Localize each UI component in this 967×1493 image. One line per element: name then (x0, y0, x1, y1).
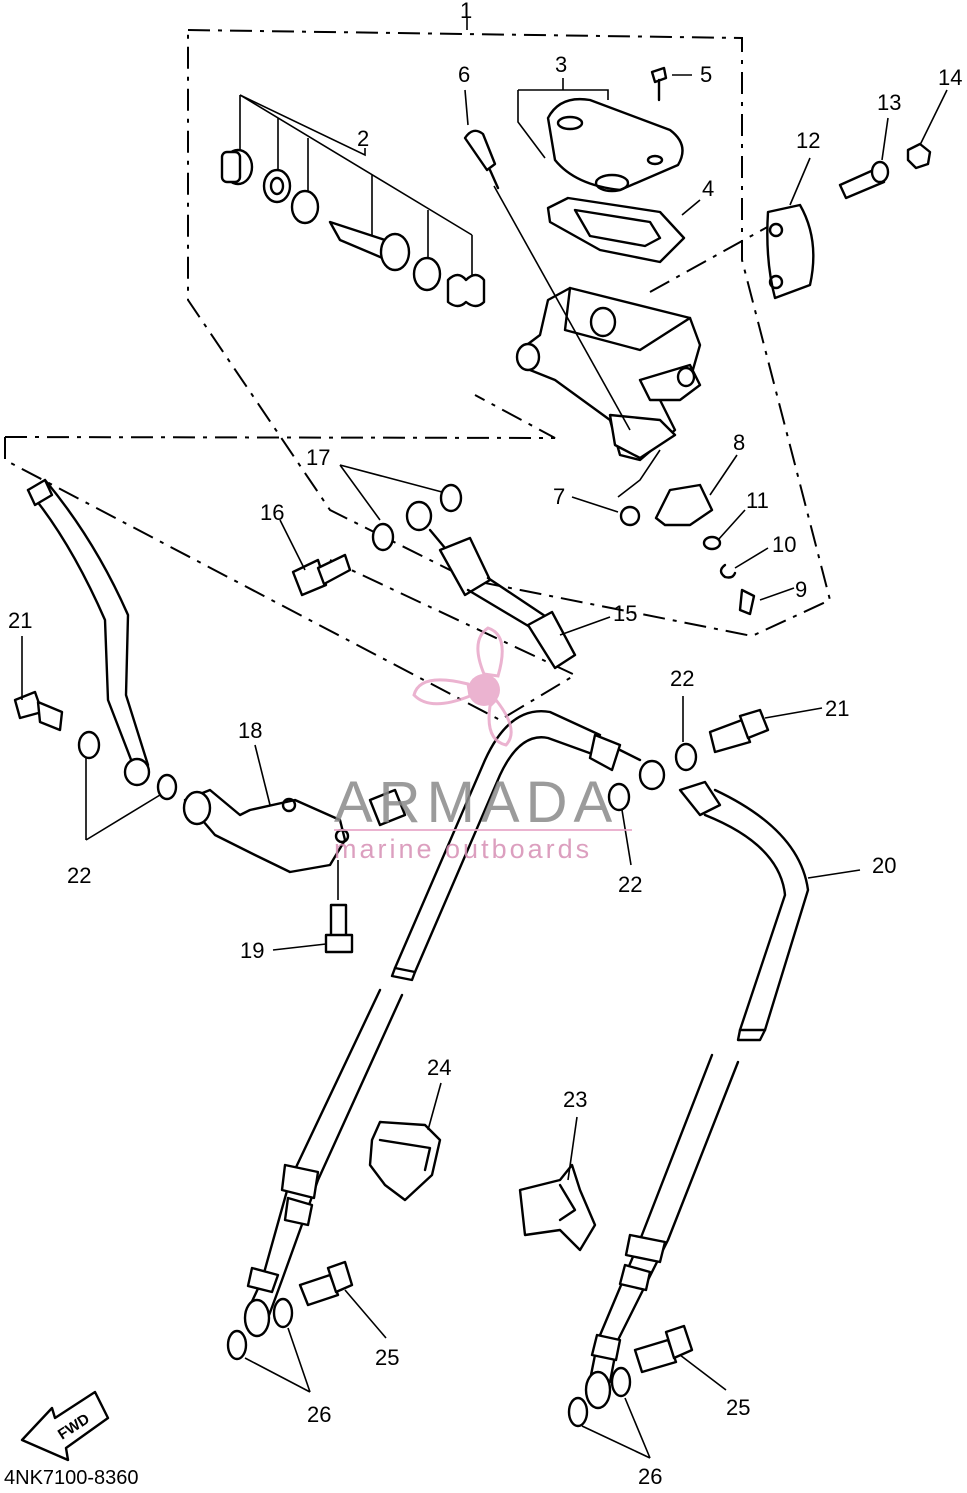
callout-16: 16 (260, 500, 284, 525)
forward-arrow-icon: FWD (20, 1390, 110, 1462)
callout-22-mid: 22 (618, 872, 642, 897)
callout-22-top: 22 (670, 666, 694, 691)
banjo-bolt-16 (291, 483, 463, 597)
callout-9: 9 (795, 577, 807, 602)
callout-19: 19 (240, 938, 264, 963)
callout-13: 13 (877, 90, 901, 115)
callout-8: 8 (733, 430, 745, 455)
callout-3: 3 (555, 52, 567, 77)
bracket-guide-line (649, 219, 781, 293)
hose-routing-boundary (4, 394, 578, 722)
union-bolt-left (13, 690, 178, 801)
callout-5: 5 (700, 62, 712, 87)
callout-4: 4 (702, 176, 714, 201)
diagram-code: 4NK7100-8360 (4, 1467, 139, 1488)
callout-12: 12 (796, 128, 820, 153)
callout-10: 10 (772, 532, 796, 557)
assembly-boundary-1 (187, 28, 832, 638)
reservoir-cap (546, 66, 686, 264)
callout-14: 14 (938, 65, 962, 90)
callout-26-left: 26 (307, 1402, 331, 1427)
brake-joint-18 (182, 788, 407, 954)
caliper-bolt-left (298, 1260, 354, 1307)
callout-1: 1 (460, 0, 472, 23)
bleed-bolt (463, 129, 631, 431)
callout-21-right: 21 (825, 696, 849, 721)
callout-20: 20 (872, 853, 896, 878)
brake-hose-20 (390, 710, 810, 1042)
callout-18: 18 (238, 718, 262, 743)
callout-7: 7 (553, 484, 565, 509)
callout-23: 23 (563, 1087, 587, 1112)
callout-2: 2 (357, 126, 369, 151)
watermark: ARMADA marine outboards (334, 626, 632, 864)
propeller-logo-icon (412, 626, 513, 747)
callout-6: 6 (458, 62, 470, 87)
hose-clamp-23 (518, 1163, 597, 1252)
watermark-brand: ARMADA (334, 770, 618, 835)
callout-25-left: 25 (375, 1345, 399, 1370)
switch-parts (617, 449, 756, 616)
handlebar-holder (766, 142, 932, 300)
callout-24: 24 (427, 1055, 451, 1080)
caliper-hose-right (567, 1053, 740, 1428)
union-bolt-right (607, 708, 770, 812)
callout-21-left: 21 (8, 608, 32, 633)
piston-kit (220, 94, 486, 308)
callout-25-right: 25 (726, 1395, 750, 1420)
caliper-hose-left (226, 988, 404, 1361)
caliper-bolt-right (633, 1324, 694, 1374)
master-cylinder (515, 286, 702, 462)
callout-22-left: 22 (67, 863, 91, 888)
leader-lines (21, 18, 948, 1459)
callout-labels: 1 2 3 4 5 6 7 8 9 10 11 12 13 14 15 16 1… (8, 0, 962, 1489)
callout-17: 17 (306, 445, 330, 470)
brake-hose-left (26, 478, 151, 787)
callout-26-right: 26 (638, 1464, 662, 1488)
brake-hose-upper (405, 500, 577, 670)
hose-clamp-24 (368, 1120, 442, 1202)
watermark-tagline: marine outboards (334, 834, 592, 864)
callout-15: 15 (613, 601, 637, 626)
callout-11: 11 (746, 488, 769, 513)
